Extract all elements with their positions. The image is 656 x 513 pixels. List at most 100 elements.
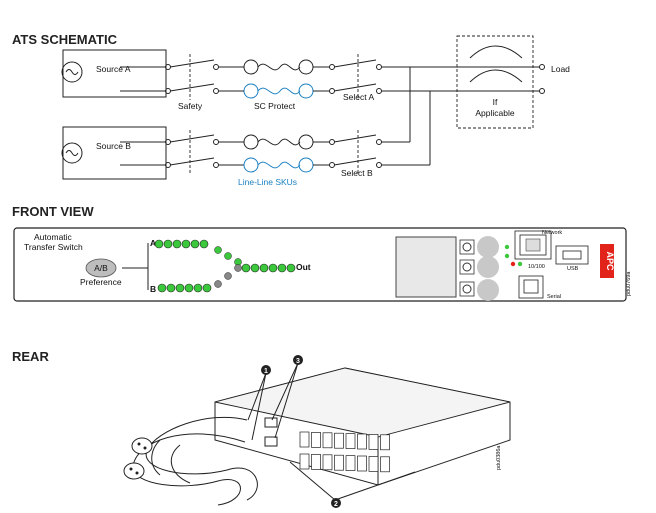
applicable-label: Applicable — [475, 108, 514, 118]
outlet — [368, 434, 379, 450]
output-led — [241, 263, 251, 273]
front-view-heading: FRONT VIEW — [12, 204, 94, 219]
transition-led — [214, 246, 222, 254]
front-part-code: pdu0769a — [626, 271, 632, 296]
breaker-arc-bottom — [469, 69, 523, 83]
outlet — [357, 455, 367, 472]
leg-a-led — [163, 239, 173, 249]
leg-b-led — [166, 283, 176, 293]
svg-text:3: 3 — [296, 358, 300, 365]
outlet — [322, 454, 333, 471]
preference-label: Preference — [80, 277, 122, 287]
out-label: Out — [296, 262, 311, 272]
callout-3: 3 — [271, 355, 303, 439]
plug-b-icon — [123, 462, 145, 480]
outlet — [345, 455, 356, 471]
outlet — [334, 432, 344, 449]
outlet — [322, 432, 333, 449]
source-a-label: Source A — [96, 64, 131, 74]
leg-a-led — [190, 239, 200, 249]
output-bus — [381, 64, 545, 166]
network-label: Network — [542, 230, 562, 236]
leg-b-led — [184, 283, 194, 293]
apc-logo: APC — [600, 244, 615, 278]
rear-heading: REAR — [12, 349, 49, 364]
breaker-arc-top — [469, 45, 523, 59]
breaker-1[interactable] — [264, 417, 278, 428]
speed-label: 10/100 — [528, 264, 545, 270]
power-cords — [132, 416, 258, 506]
svg-text:2: 2 — [334, 501, 338, 508]
nav-button-down[interactable] — [459, 256, 499, 278]
ab-preference-button[interactable]: A/B — [85, 258, 117, 278]
svg-text:1: 1 — [264, 368, 268, 375]
leg-b-led — [175, 283, 185, 293]
line-line-skus-label: Line-Line SKUs — [238, 177, 297, 187]
front-panel: Automatic Transfer Switch A/B Preference… — [13, 227, 632, 302]
serial-label: Serial — [547, 294, 561, 300]
transition-led — [214, 280, 222, 288]
status-led-link — [517, 261, 523, 267]
transition-led — [224, 252, 232, 260]
ab-label: A/B — [94, 263, 108, 273]
nav-button-enter[interactable] — [459, 279, 499, 301]
outlet — [299, 453, 310, 470]
output-led — [268, 263, 278, 273]
callout-2: 2 — [289, 461, 416, 508]
leg-a-led-row — [154, 239, 242, 266]
outlet — [345, 433, 356, 449]
lcd-display — [395, 236, 457, 298]
source-b-circuit — [120, 130, 382, 175]
plug-a-icon — [131, 437, 153, 455]
outlet — [368, 456, 379, 472]
output-led — [250, 263, 260, 273]
leg-a-led — [181, 239, 191, 249]
svg-text:APC: APC — [605, 251, 615, 271]
outlet — [311, 432, 321, 448]
optional-breaker-box — [456, 35, 534, 129]
status-led-red — [510, 261, 516, 267]
leg-a-led — [172, 239, 182, 249]
load-label: Load — [551, 64, 570, 74]
safety-label: Safety — [178, 101, 203, 111]
network-port[interactable] — [514, 230, 552, 260]
leg-b-led — [202, 283, 212, 293]
leg-a-led — [154, 239, 164, 249]
select-b-label: Select B — [341, 168, 373, 178]
usb-label: USB — [567, 266, 579, 272]
transition-led — [224, 272, 232, 280]
serial-port[interactable] — [518, 275, 544, 299]
rear-part-code: pdu0386a — [496, 445, 502, 470]
outlet — [380, 434, 390, 451]
usb-port[interactable] — [555, 245, 589, 265]
outlet — [357, 433, 367, 450]
output-led-row — [241, 263, 296, 273]
leg-b-led — [157, 283, 167, 293]
breaker-2[interactable] — [264, 436, 278, 447]
outlet — [334, 454, 344, 471]
rear-view: 1 3 2 pdu0386a — [123, 355, 511, 508]
sc-protect-label: SC Protect — [254, 101, 296, 111]
source-b-label: Source B — [96, 141, 131, 151]
pdu-top — [214, 367, 511, 438]
ats-schematic: Source A Source B — [61, 35, 570, 187]
leg-b-led — [193, 283, 203, 293]
source-b-box — [62, 126, 167, 180]
ats-title-line1: Automatic — [34, 232, 73, 242]
source-a-circuit — [120, 54, 382, 100]
output-led — [286, 263, 296, 273]
transition-led — [234, 264, 242, 272]
status-led-green-2 — [504, 253, 510, 259]
outlet — [380, 456, 390, 473]
output-led — [259, 263, 269, 273]
outlet — [311, 454, 321, 470]
leg-a-label: A — [150, 238, 156, 248]
outlet-grid — [299, 431, 390, 473]
leg-b-led-row — [157, 264, 242, 293]
schematic-heading: ATS SCHEMATIC — [12, 32, 118, 47]
if-label: If — [493, 97, 498, 107]
ats-title-line2: Transfer Switch — [24, 242, 83, 252]
nav-button-up[interactable] — [459, 236, 499, 258]
source-b-ac-symbol — [61, 142, 83, 164]
